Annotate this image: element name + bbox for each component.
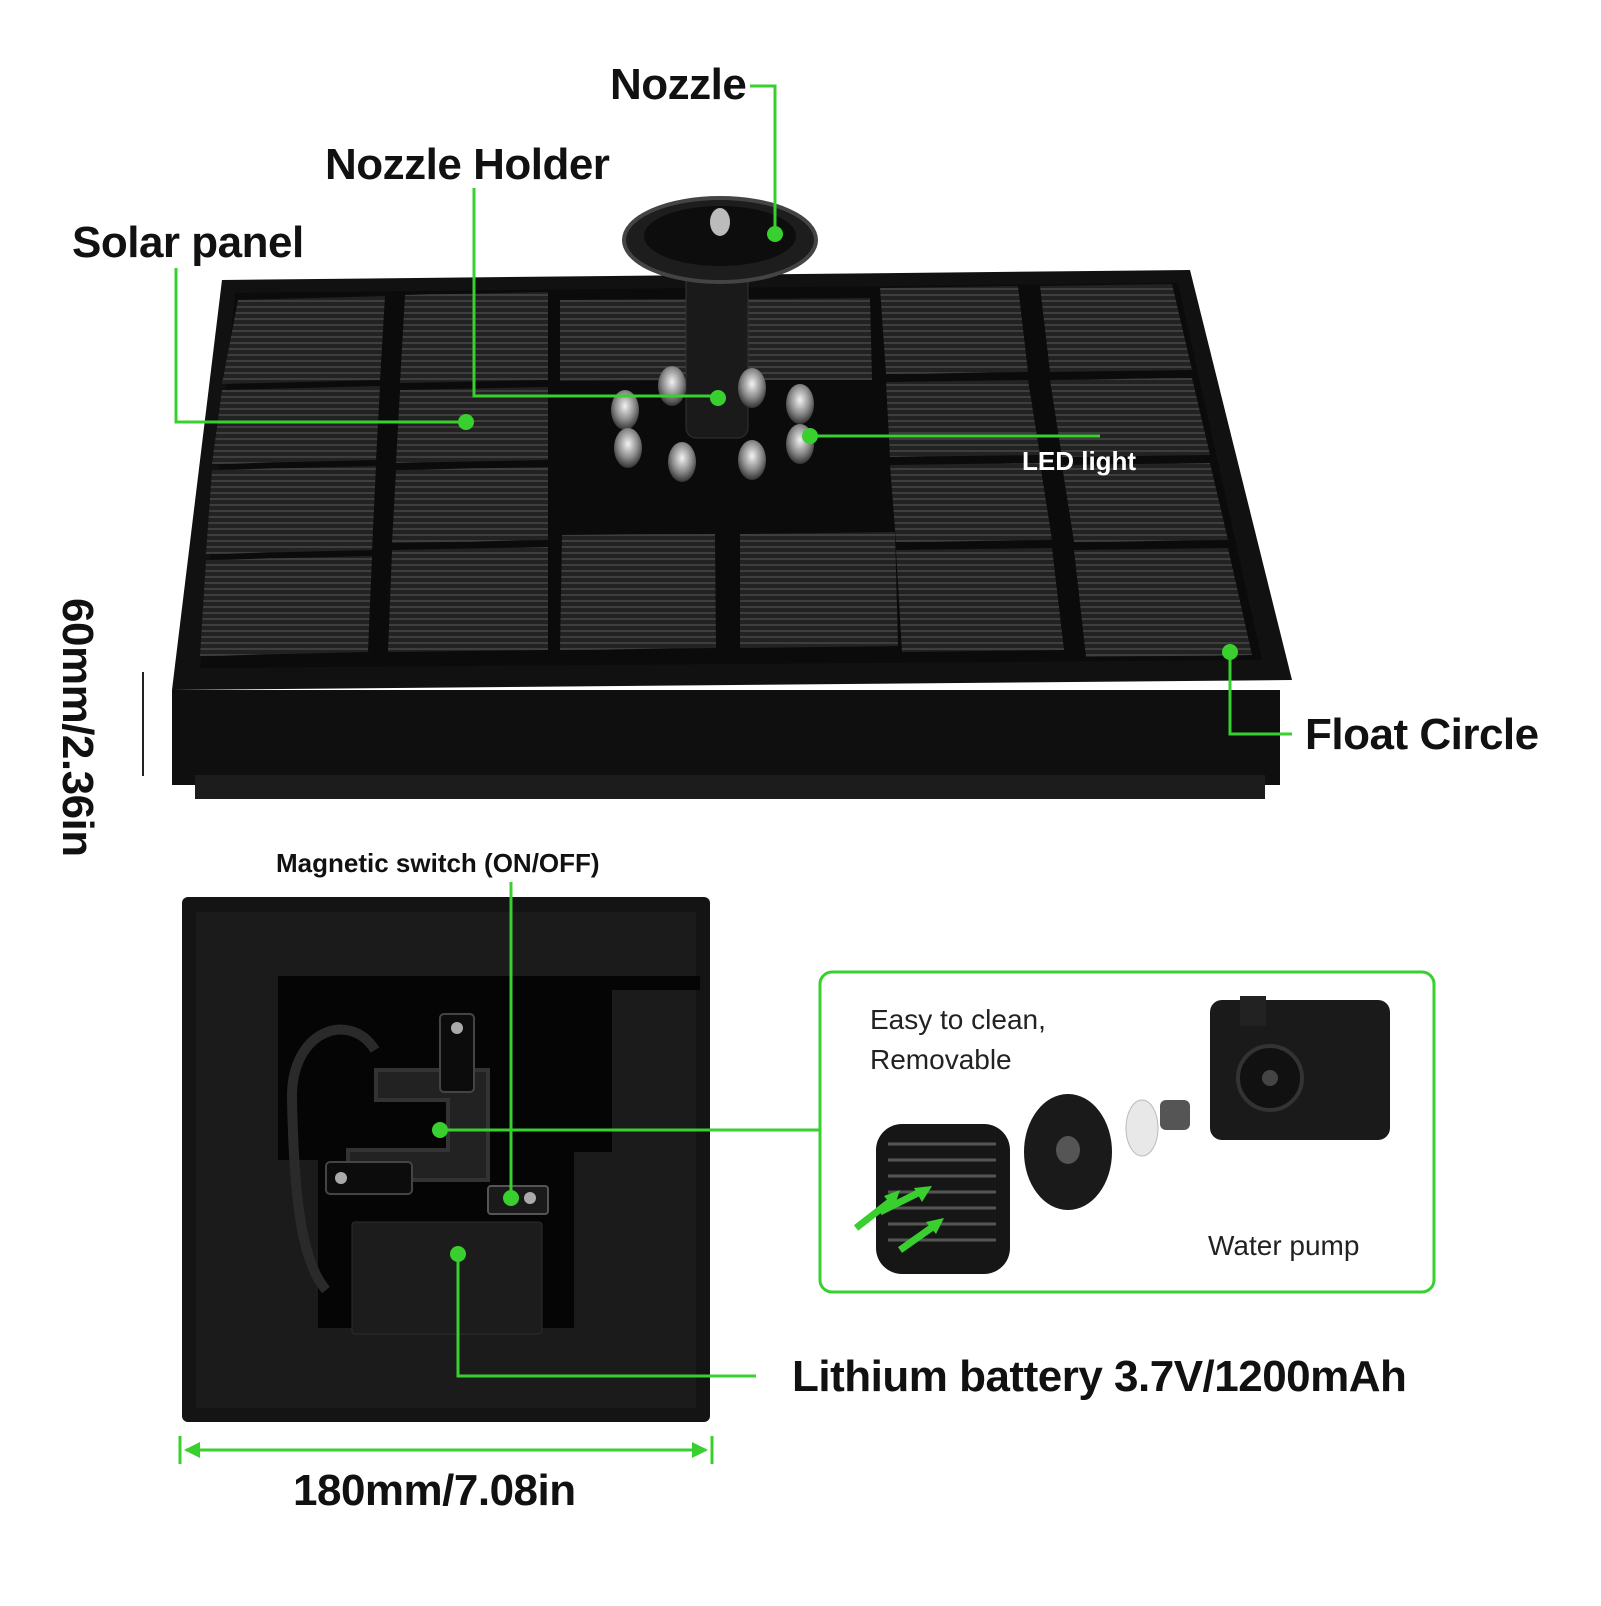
pump-motor [1210, 996, 1390, 1140]
width-dimension [178, 1436, 714, 1464]
bottom-callouts [440, 882, 820, 1378]
nozzle-label: Nozzle [610, 60, 747, 109]
water-pump-label: Water pump [1208, 1230, 1360, 1261]
solar-cells [200, 284, 1252, 657]
solar-panel-callout-line [174, 268, 466, 424]
mount-clip-top [439, 1013, 475, 1093]
nozzle-callout-line [750, 84, 777, 232]
top-callouts [174, 84, 1292, 736]
bottom-callout-dots [432, 1122, 519, 1262]
magnetic-switch-label: Magnetic switch (ON/OFF) [276, 848, 600, 878]
led-light-label: LED light [1022, 446, 1137, 476]
width-label: 180mm/7.08in [293, 1466, 576, 1515]
battery-label: Lithium battery 3.7V/1200mAh [792, 1352, 1407, 1401]
top-callout-dots [458, 226, 1238, 660]
float-circle-callout-line [1228, 652, 1292, 736]
mount-clip-left [325, 1161, 413, 1195]
pump-detail-box [818, 970, 1436, 1294]
battery-pack [351, 1221, 543, 1335]
float-circle-base [172, 690, 1280, 785]
impeller-cover [1024, 1094, 1112, 1210]
nozzle-assembly [622, 196, 818, 439]
float-base-shadow [195, 775, 1265, 799]
nozzle-holder-shaft [685, 259, 749, 439]
solar-panel-label: Solar panel [72, 218, 304, 267]
flow-arrows [853, 1186, 944, 1253]
bottom-view [182, 897, 710, 1422]
impeller [1125, 1099, 1190, 1157]
nozzle-holder-label: Nozzle Holder [325, 140, 610, 189]
height-label: 60mm/2.36in [53, 598, 102, 857]
width-arrow-left [184, 1442, 200, 1458]
pump-housing [346, 1068, 490, 1182]
easy-clean-label: Easy to clean, Removable [870, 1004, 1046, 1075]
pump-cable [286, 1024, 380, 1294]
solar-fountain [172, 196, 1292, 799]
float-circle-label: Float Circle [1305, 710, 1539, 759]
width-arrow-right [692, 1442, 708, 1458]
battery-callout-line [456, 1254, 756, 1378]
nozzle-holder-callout-line [472, 188, 718, 398]
nozzle-tip [710, 208, 730, 236]
filter-cover [876, 1124, 1010, 1274]
